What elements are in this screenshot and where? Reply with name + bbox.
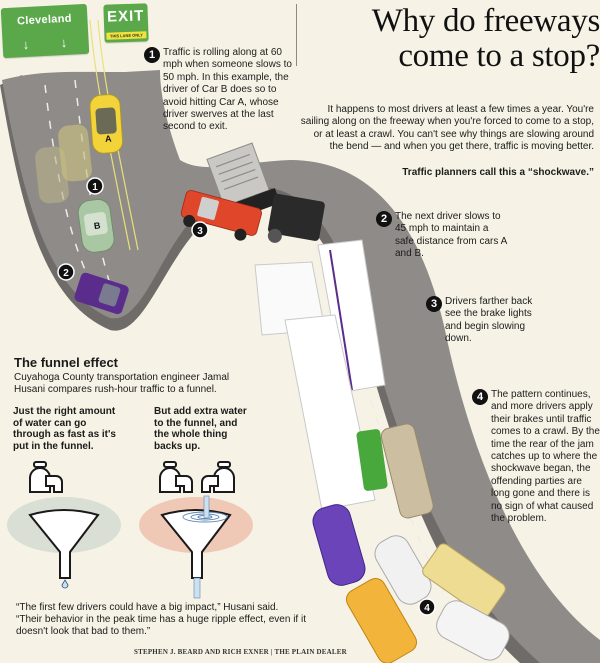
exit-sign: EXIT THIS LANE ONLY bbox=[103, 3, 149, 43]
cleveland-sign: Cleveland ↓ ↓ bbox=[0, 3, 90, 59]
step-2-text: The next driver slows to 45 mph to maint… bbox=[395, 211, 507, 260]
svg-text:1: 1 bbox=[92, 182, 98, 193]
svg-text:4: 4 bbox=[424, 603, 430, 614]
truck-green bbox=[356, 429, 388, 491]
car-a: A bbox=[89, 94, 123, 154]
truck-yellow bbox=[422, 543, 506, 617]
svg-text:3: 3 bbox=[197, 226, 203, 237]
funnel-left-caption: Just the right amount of water can go th… bbox=[13, 406, 116, 452]
husani-quote: “The first few drivers could have a big … bbox=[16, 602, 306, 637]
down-arrow-icon: ↓ bbox=[60, 34, 68, 51]
intro-emphasis: Traffic planners call this a “shockwave.… bbox=[402, 167, 594, 178]
faucet-right-2-icon bbox=[201, 461, 235, 493]
semi-trailer-2 bbox=[254, 261, 376, 511]
funnel-effect-description: Cuyahoga County transportation engineer … bbox=[14, 372, 230, 395]
truck-purple bbox=[74, 272, 129, 315]
exit-sign-tag: THIS LANE ONLY bbox=[106, 31, 147, 40]
car-white-1 bbox=[374, 535, 432, 605]
car-purple bbox=[312, 504, 366, 586]
down-arrow-icon: ↓ bbox=[22, 36, 30, 53]
truck-red bbox=[180, 190, 262, 241]
step-4-number-icon: 4 bbox=[472, 389, 488, 405]
funnel-left-icon bbox=[28, 509, 100, 579]
step-1-note: 1 Traffic is rolling along at 60 mph whe… bbox=[144, 47, 296, 134]
car-beige bbox=[380, 423, 434, 519]
car-orange bbox=[345, 578, 418, 663]
headline-divider bbox=[296, 4, 297, 66]
svg-text:2: 2 bbox=[63, 268, 69, 279]
road-surface bbox=[2, 70, 600, 663]
faucet-right-1-icon bbox=[159, 461, 193, 493]
cleveland-sign-label: Cleveland bbox=[16, 12, 73, 28]
car-b: B bbox=[77, 199, 115, 253]
step-3-note: 3 Drivers farther back see the brake lig… bbox=[426, 296, 538, 346]
road-marker-4: 4 bbox=[418, 598, 436, 616]
car-b-label: B bbox=[93, 220, 101, 231]
funnel-effect-title: The funnel effect bbox=[14, 355, 119, 370]
road-marker-1: 1 bbox=[86, 177, 104, 195]
headline-line-2: come to a stop? bbox=[398, 38, 600, 74]
credit-line: STEPHEN J. BEARD AND RICH EXNER | THE PL… bbox=[134, 648, 347, 656]
headline-line-1: Why do freeways bbox=[371, 3, 600, 39]
step-1-text: Traffic is rolling along at 60 mph when … bbox=[163, 47, 292, 133]
road-marker-3: 3 bbox=[191, 221, 209, 239]
step-3-number-icon: 3 bbox=[426, 296, 442, 312]
car-a-label: A bbox=[105, 134, 113, 144]
step-4-text: The pattern continues, and more drivers … bbox=[491, 389, 600, 525]
road-marker-2: 2 bbox=[57, 263, 75, 281]
faucet-left-icon bbox=[29, 461, 63, 493]
step-2-number-icon: 2 bbox=[376, 211, 392, 227]
intro-paragraph: It happens to most drivers at least a fe… bbox=[300, 104, 594, 153]
semi-cab-black bbox=[267, 193, 325, 243]
car-white-2 bbox=[436, 600, 510, 661]
step-1-number-icon: 1 bbox=[144, 47, 160, 63]
headline: Why do freeways come to a stop? bbox=[300, 4, 600, 74]
step-4-note: 4 The pattern continues, and more driver… bbox=[472, 389, 600, 525]
step-3-text: Drivers farther back see the brake light… bbox=[445, 296, 533, 345]
funnel-right-caption: But add extra water to the funnel, and t… bbox=[154, 406, 247, 452]
exit-sign-label: EXIT bbox=[106, 7, 145, 26]
step-2-note: 2 The next driver slows to 45 mph to mai… bbox=[376, 211, 508, 261]
